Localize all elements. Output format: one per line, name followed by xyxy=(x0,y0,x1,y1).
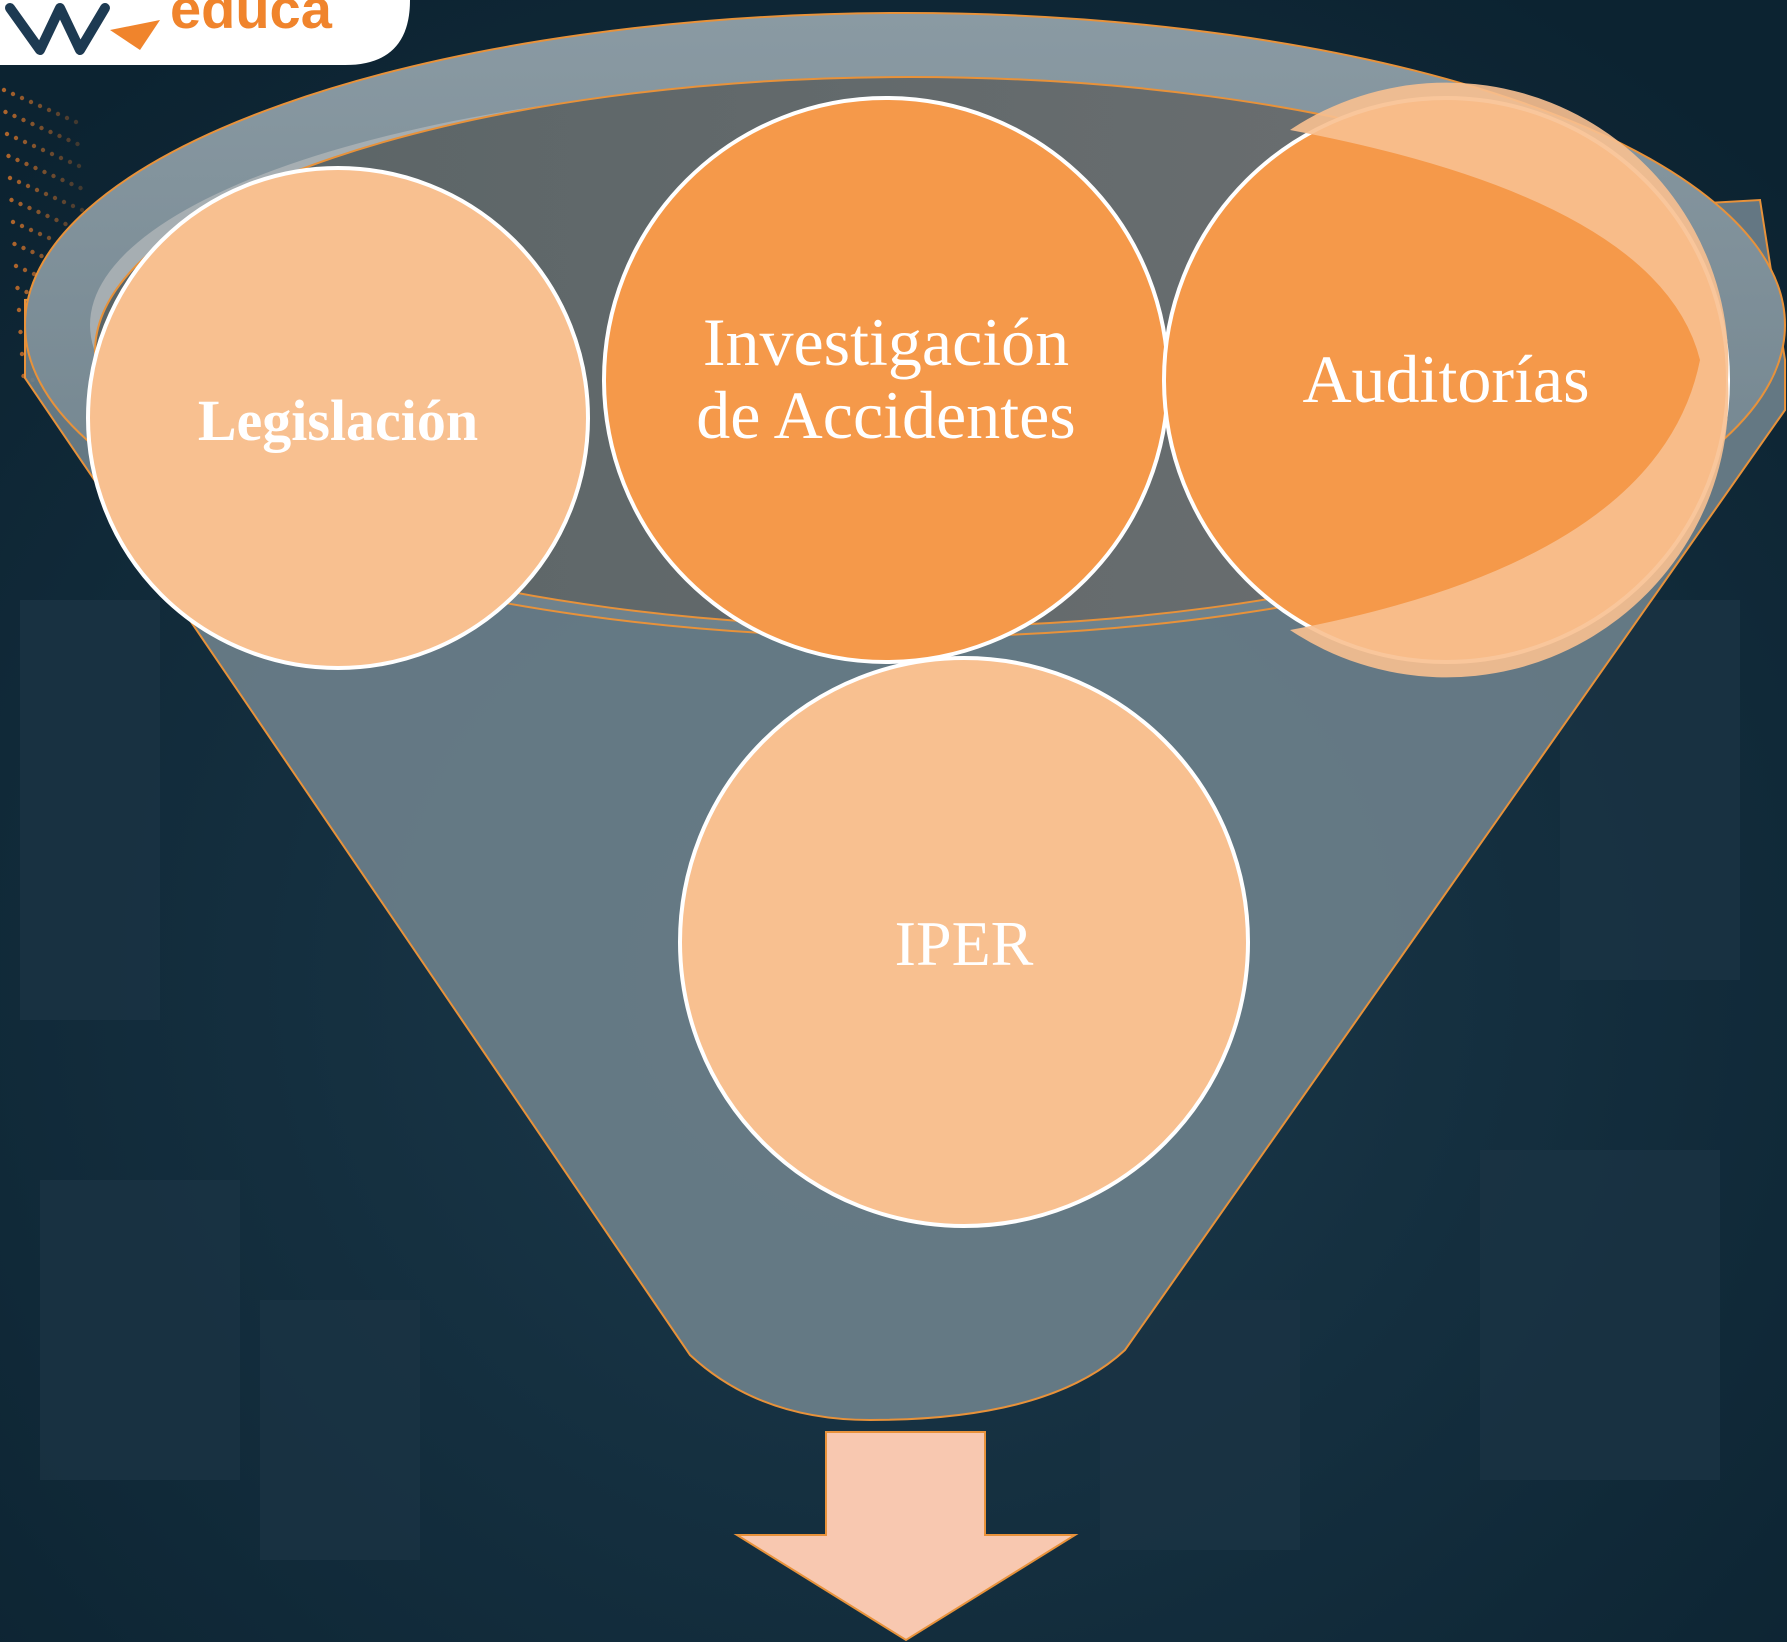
circle-iper-shape xyxy=(678,656,1250,1228)
circle-investigacion-label-line1: Investigación xyxy=(703,304,1069,380)
circle-legislacion-shape xyxy=(86,166,590,670)
circle-auditorias-label: Auditorías xyxy=(1302,341,1589,417)
circle-legislacion: Legislación xyxy=(86,166,590,670)
circle-investigacion: Investigación de Accidentes xyxy=(602,96,1170,664)
logo-text: educa xyxy=(170,0,333,40)
background-illustration xyxy=(20,600,1740,1560)
circle-iper-label: IPER xyxy=(895,908,1034,979)
circle-iper: IPER xyxy=(678,656,1250,1228)
logo: educa xyxy=(0,0,410,65)
down-arrow-icon xyxy=(733,1431,1079,1642)
circle-legislacion-label: Legislación xyxy=(198,388,478,453)
circle-investigacion-label-line2: de Accidentes xyxy=(696,377,1076,453)
circle-auditorias: Auditorías xyxy=(1162,82,1730,678)
